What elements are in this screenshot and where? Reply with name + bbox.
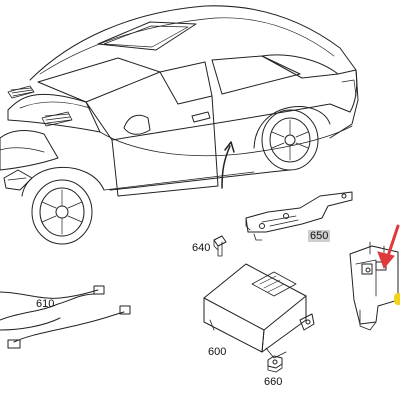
- part-label-600: 600: [208, 346, 227, 358]
- car-illustration: [0, 5, 359, 245]
- part-label-660: 660: [264, 376, 283, 388]
- part-label-610: 610: [36, 298, 55, 310]
- control-unit-600: [203, 263, 315, 359]
- callout-marker: [394, 293, 400, 305]
- part-label-650: 650: [308, 230, 331, 242]
- red-pointer-arrow: [377, 224, 400, 269]
- nut-660: [267, 355, 283, 373]
- car-to-bracket-arrow: [221, 141, 235, 189]
- part-label-640: 640: [192, 242, 211, 254]
- module-assembly: [349, 241, 399, 331]
- wiring-harness-610: [0, 285, 131, 349]
- screw-640: [213, 235, 227, 257]
- bracket-650: [245, 191, 353, 241]
